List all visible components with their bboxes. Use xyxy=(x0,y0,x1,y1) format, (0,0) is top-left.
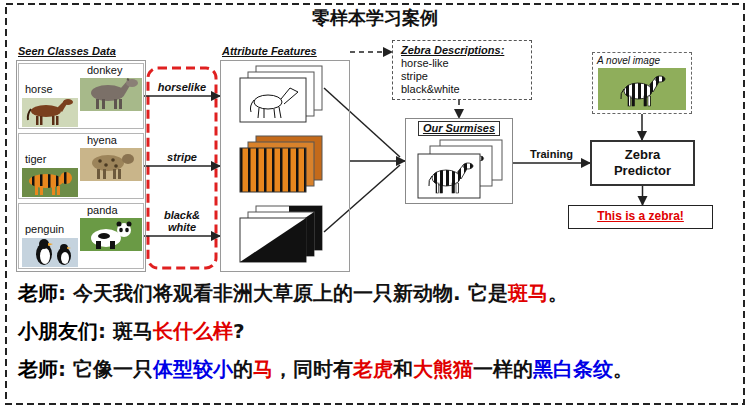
panel-heading: Attribute Features xyxy=(220,44,317,58)
highlight-text: 马 xyxy=(253,357,273,381)
class-row: horse donkey xyxy=(18,63,144,129)
hyena-photo xyxy=(80,148,142,181)
zebra-surmise-cards xyxy=(418,140,502,198)
class-name: penguin xyxy=(25,223,64,236)
panel-heading: Seen Classes Data xyxy=(16,44,116,58)
class-name: panda xyxy=(87,204,118,217)
donkey-photo xyxy=(80,78,142,111)
attribute-highlight xyxy=(148,68,216,268)
description-line: black&white xyxy=(401,83,460,96)
dialogue-text: : 斑马 xyxy=(98,319,153,343)
connector-arrow xyxy=(144,165,220,167)
novel-zebra-photo xyxy=(598,68,686,110)
edge-label: black& white xyxy=(153,209,211,233)
highlight-text: 大熊猫 xyxy=(413,357,473,381)
edge-label: stripe xyxy=(167,151,197,163)
connector-arrow xyxy=(144,235,220,237)
horse-photo xyxy=(22,98,78,127)
data-panel: Seen Classes Data horse donkey tiger hyena pe… xyxy=(16,44,146,272)
dialogue-text: 。 xyxy=(548,281,568,305)
class-row: penguin panda xyxy=(18,203,144,269)
class-name: donkey xyxy=(87,64,122,77)
dialogue-text: 的 xyxy=(233,357,253,381)
connector-arrow xyxy=(144,95,220,97)
predictor-box: Zebra Predictor xyxy=(590,140,695,186)
result-box: This is a zebra! xyxy=(568,205,713,229)
feature-panel: Attribute Features xyxy=(220,44,350,272)
connector-arrow xyxy=(350,51,392,53)
highlight-text: 体型较小 xyxy=(153,357,233,381)
edge-label: horselike xyxy=(158,81,206,93)
dialogue-text: ，同时有 xyxy=(273,357,353,381)
class-name: hyena xyxy=(87,134,117,147)
outer-dashed-frame xyxy=(6,4,744,404)
diagram-title: 零样本学习案例 xyxy=(0,6,750,30)
edge-label: Training xyxy=(530,148,573,160)
highlight-text: 老虎 xyxy=(353,357,393,381)
speaker-name: 老师 xyxy=(18,281,58,305)
image-caption: A novel image xyxy=(597,54,660,67)
image-box: A novel image xyxy=(592,52,692,114)
horselike-feature-cards xyxy=(240,66,322,122)
dialogue-text: : 它像一只 xyxy=(58,357,153,381)
penguin-photo xyxy=(22,238,78,267)
predictor-label: Zebra Predictor xyxy=(603,147,683,179)
surmise-heading: Our Surmises xyxy=(418,121,500,136)
dialogue-line: 老师: 今天我们将观看非洲大草原上的一只新动物. 它是斑马。 xyxy=(18,280,568,306)
speaker-name: 小朋友们 xyxy=(18,319,98,343)
dialogue-text: 。 xyxy=(613,357,633,381)
dialogue-text: : 今天我们将观看非洲大草原上的一只新动物. 它是 xyxy=(58,281,508,305)
result-text: This is a zebra! xyxy=(597,209,684,224)
connector-arrow xyxy=(641,114,643,140)
dialogue-text: 和 xyxy=(393,357,413,381)
merge-lines xyxy=(324,88,400,232)
stripe-feature-cards xyxy=(240,136,322,192)
black-white-feature-cards xyxy=(240,206,322,262)
dialogue-text: ? xyxy=(233,319,245,343)
highlight-text: 黑白条纹 xyxy=(533,357,613,381)
connector-arrow xyxy=(350,160,405,162)
tiger-photo xyxy=(22,168,78,197)
class-row: tiger hyena xyxy=(18,133,144,199)
description-box: Zebra Descriptions:horse-likestripeblack… xyxy=(392,40,532,100)
description-line: stripe xyxy=(401,70,428,83)
dialogue-line: 老师: 它像一只体型较小的马，同时有老虎和大熊猫一样的黑白条纹。 xyxy=(18,356,633,382)
connector-arrow xyxy=(458,100,460,118)
class-name: tiger xyxy=(25,153,46,166)
connector-arrow xyxy=(513,162,590,164)
class-name: horse xyxy=(25,83,53,96)
dialogue-line: 小朋友们: 斑马长什么样? xyxy=(18,318,245,344)
highlight-text: 长什么样 xyxy=(153,319,233,343)
description-heading: Zebra Descriptions: xyxy=(401,44,504,57)
description-line: horse-like xyxy=(401,57,449,70)
dialogue-text: 一样的 xyxy=(473,357,533,381)
panda-photo xyxy=(80,218,142,251)
highlight-text: 斑马 xyxy=(508,281,548,305)
panel-frame xyxy=(220,60,350,272)
speaker-name: 老师 xyxy=(18,357,58,381)
connector-arrow xyxy=(642,186,644,205)
surmise-box: Our Surmises xyxy=(405,118,513,204)
